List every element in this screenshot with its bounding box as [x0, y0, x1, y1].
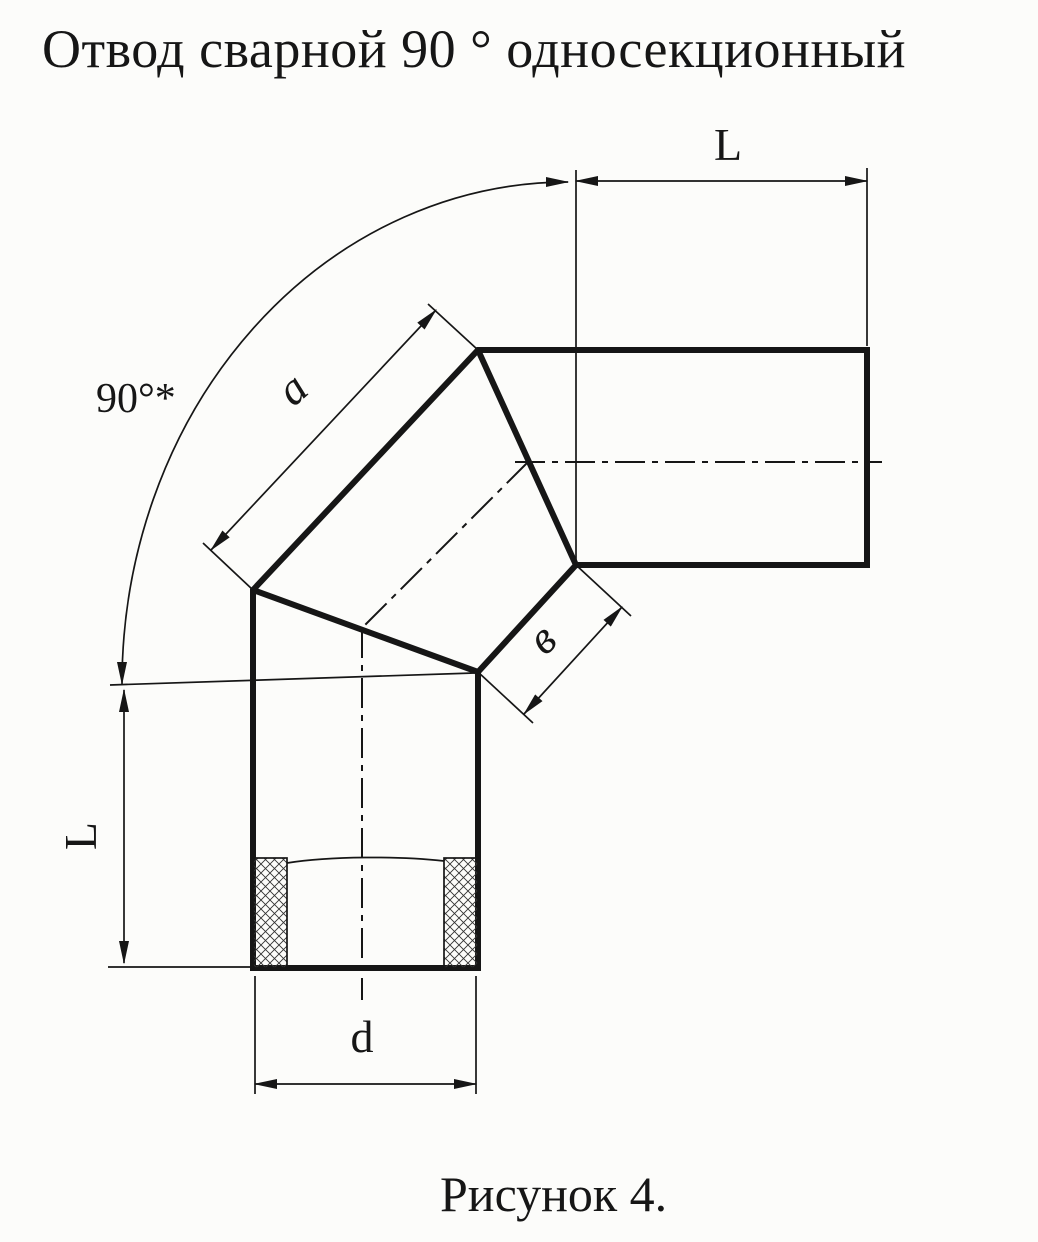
- weld-seam-top: [475, 348, 579, 567]
- centerline-diagonal: [361, 461, 529, 629]
- socket-insert: [252, 856, 479, 969]
- weld-seam-bottom: [251, 587, 480, 675]
- label-angle: 90°*: [96, 376, 176, 422]
- extension-line-v-lower: [477, 671, 534, 724]
- label-a: a: [266, 362, 317, 415]
- insert-top-line: [286, 856, 445, 864]
- drawing-title: Отвод сварной 90 ° односекционный: [42, 19, 907, 79]
- dimension-diameter: d: [253, 976, 478, 1094]
- label-length-left: L: [55, 822, 106, 850]
- dimension-line-a: [210, 309, 437, 551]
- label-length-top: L: [714, 119, 742, 170]
- dimension-length-left: L: [55, 688, 250, 968]
- dimension-length-top: L: [574, 119, 869, 565]
- pipe-outline: [250, 347, 870, 971]
- insert-hatch-right: [443, 857, 479, 969]
- extension-line-a-lower: [202, 542, 254, 591]
- label-v: в: [517, 613, 566, 664]
- angle-leg-line: [109, 672, 475, 686]
- dimension-a: a: [202, 303, 479, 591]
- label-diameter: d: [351, 1011, 374, 1062]
- elbow-body: [250, 347, 870, 971]
- angle-arc: [117, 177, 570, 686]
- figure-caption: Рисунок 4.: [440, 1166, 668, 1222]
- dimension-line-v: [523, 606, 623, 715]
- angle-dimension: 90°*: [96, 177, 570, 686]
- insert-hatch-left: [252, 857, 288, 969]
- extension-line-v-upper: [575, 564, 632, 617]
- centerlines: [361, 461, 882, 1000]
